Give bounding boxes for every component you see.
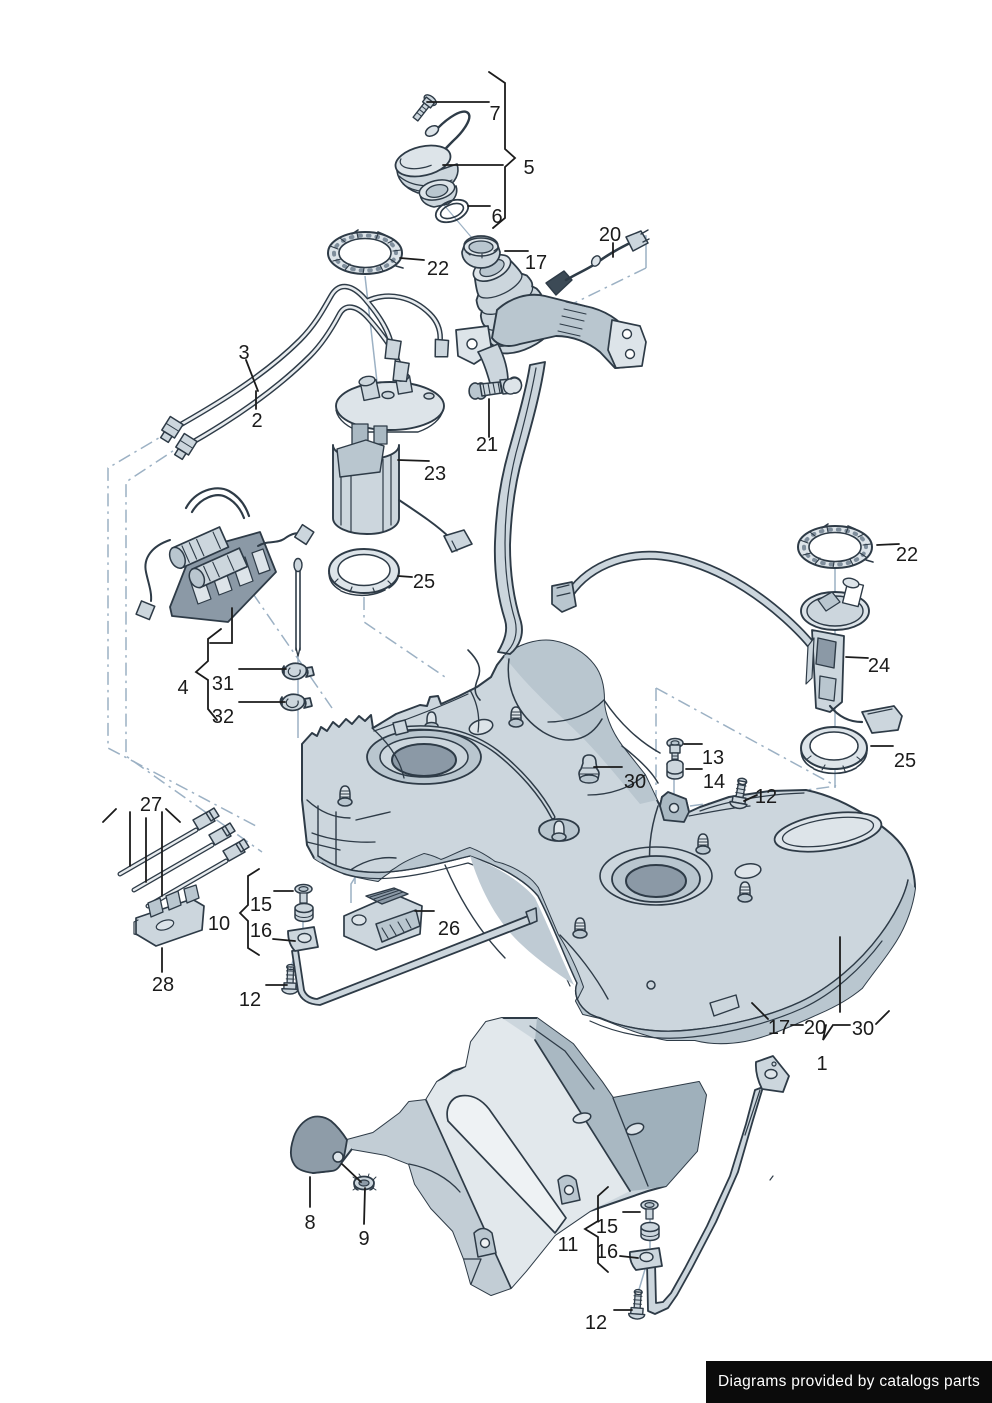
svg-text:8: 8	[304, 1212, 315, 1234]
svg-text:25: 25	[894, 750, 916, 772]
svg-text:5: 5	[523, 157, 534, 179]
svg-text:30: 30	[624, 771, 646, 793]
svg-text:2: 2	[251, 410, 262, 432]
svg-text:22: 22	[427, 258, 449, 280]
svg-text:1: 1	[816, 1053, 827, 1075]
svg-text:7: 7	[489, 103, 500, 125]
svg-text:13: 13	[702, 747, 724, 769]
svg-text:12: 12	[239, 989, 261, 1011]
svg-text:14: 14	[703, 771, 725, 793]
svg-text:30: 30	[852, 1018, 874, 1040]
svg-text:15: 15	[250, 894, 272, 916]
svg-text:15: 15	[596, 1216, 618, 1238]
svg-text:12: 12	[755, 786, 777, 808]
svg-text:3: 3	[238, 342, 249, 364]
svg-text:21: 21	[476, 434, 498, 456]
svg-text:6: 6	[491, 206, 502, 228]
svg-text:20: 20	[804, 1017, 826, 1039]
svg-text:20: 20	[599, 224, 621, 246]
svg-text:17: 17	[525, 252, 547, 274]
svg-text:11: 11	[558, 1234, 579, 1256]
svg-text:10: 10	[208, 913, 230, 935]
svg-text:22: 22	[896, 544, 918, 566]
svg-text:31: 31	[212, 673, 234, 695]
svg-text:27: 27	[140, 794, 162, 816]
svg-text:4: 4	[177, 677, 188, 699]
svg-text:17: 17	[768, 1017, 790, 1039]
svg-text:28: 28	[152, 974, 174, 996]
svg-text:23: 23	[424, 463, 446, 485]
svg-text:16: 16	[596, 1241, 618, 1263]
svg-text:25: 25	[413, 571, 435, 593]
svg-text:9: 9	[358, 1228, 369, 1250]
svg-text:12: 12	[585, 1312, 607, 1334]
svg-text:32: 32	[212, 706, 234, 728]
svg-text:16: 16	[250, 920, 272, 942]
svg-text:26: 26	[438, 918, 460, 940]
svg-text:24: 24	[868, 655, 890, 677]
